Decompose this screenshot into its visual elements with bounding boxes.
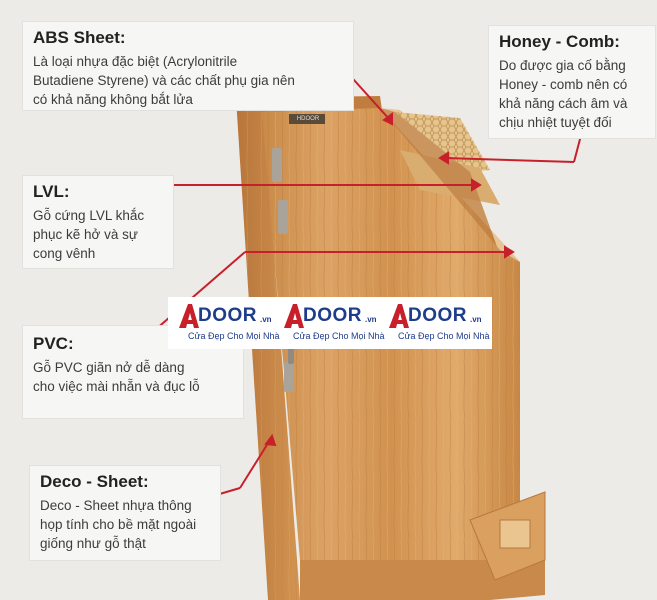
watermark-logo-strip: DOOR .vn Cửa Đẹp Cho Mọi Nhà DOOR .vn Cử… bbox=[168, 297, 492, 349]
frame-profile bbox=[499, 519, 531, 549]
honeycomb-layer bbox=[395, 112, 490, 172]
adoor-logo-3: DOOR .vn Cửa Đẹp Cho Mọi Nhà bbox=[388, 303, 490, 345]
label-lvl: LVL: Gỗ cứng LVL khắc phục kẽ hở và sự c… bbox=[23, 176, 173, 268]
label-abs-sheet: ABS Sheet: Là loại nhựa đặc biệt (Acrylo… bbox=[23, 22, 353, 110]
label-deco-desc: Deco - Sheet nhựa thông họp tính cho bề … bbox=[40, 498, 197, 551]
logo-tagline: Cửa Đẹp Cho Mọi Nhà bbox=[398, 331, 490, 341]
hinge-bottom bbox=[284, 362, 294, 392]
hinge-middle bbox=[278, 200, 288, 234]
logo-tagline: Cửa Đẹp Cho Mọi Nhà bbox=[293, 331, 385, 341]
label-pvc-desc: Gỗ PVC giãn nở dễ dàng cho việc mài nhẵn… bbox=[33, 360, 200, 394]
label-deco-sheet: Deco - Sheet: Deco - Sheet nhựa thông họ… bbox=[30, 466, 220, 560]
logo-word: DOOR bbox=[408, 305, 467, 326]
label-abs-title: ABS Sheet: bbox=[33, 28, 126, 47]
adoor-logo-2: DOOR .vn Cửa Đẹp Cho Mọi Nhà bbox=[283, 303, 385, 345]
label-abs-desc: Là loại nhựa đặc biệt (Acrylonitrile But… bbox=[33, 54, 295, 107]
label-honeycomb-desc: Do được gia cố bằng Honey - comb nên có … bbox=[499, 58, 628, 130]
logo-suffix: .vn bbox=[470, 315, 482, 324]
logo-a-mark-icon bbox=[389, 304, 409, 328]
door-badge-plate bbox=[289, 114, 325, 124]
label-pvc-title: PVC: bbox=[33, 334, 74, 353]
hinge-top bbox=[272, 148, 282, 182]
label-honeycomb: Honey - Comb: Do được gia cố bằng Honey … bbox=[489, 26, 655, 138]
logo-word: DOOR bbox=[198, 305, 257, 326]
logo-word: DOOR bbox=[303, 305, 362, 326]
logo-suffix: .vn bbox=[365, 315, 377, 324]
logo-a-mark-icon bbox=[284, 304, 304, 328]
pointer-line-honeycomb-2 bbox=[444, 157, 575, 163]
logo-a-mark-icon bbox=[179, 304, 199, 328]
door-badge-text: HDOOR bbox=[296, 116, 320, 122]
logo-suffix: .vn bbox=[260, 315, 272, 324]
label-lvl-title: LVL: bbox=[33, 182, 70, 201]
adoor-logo-1: DOOR .vn Cửa Đẹp Cho Mọi Nhà bbox=[178, 303, 280, 345]
door-sill bbox=[300, 492, 545, 600]
label-honeycomb-title: Honey - Comb: bbox=[499, 32, 620, 51]
pointer-line-deco-2 bbox=[239, 439, 271, 489]
label-lvl-desc: Gỗ cứng LVL khắc phục kẽ hở và sự cong v… bbox=[33, 208, 145, 261]
label-deco-title: Deco - Sheet: bbox=[40, 472, 149, 491]
label-pvc: PVC: Gỗ PVC giãn nở dễ dàng cho việc mài… bbox=[23, 326, 243, 418]
logo-tagline: Cửa Đẹp Cho Mọi Nhà bbox=[188, 331, 280, 341]
